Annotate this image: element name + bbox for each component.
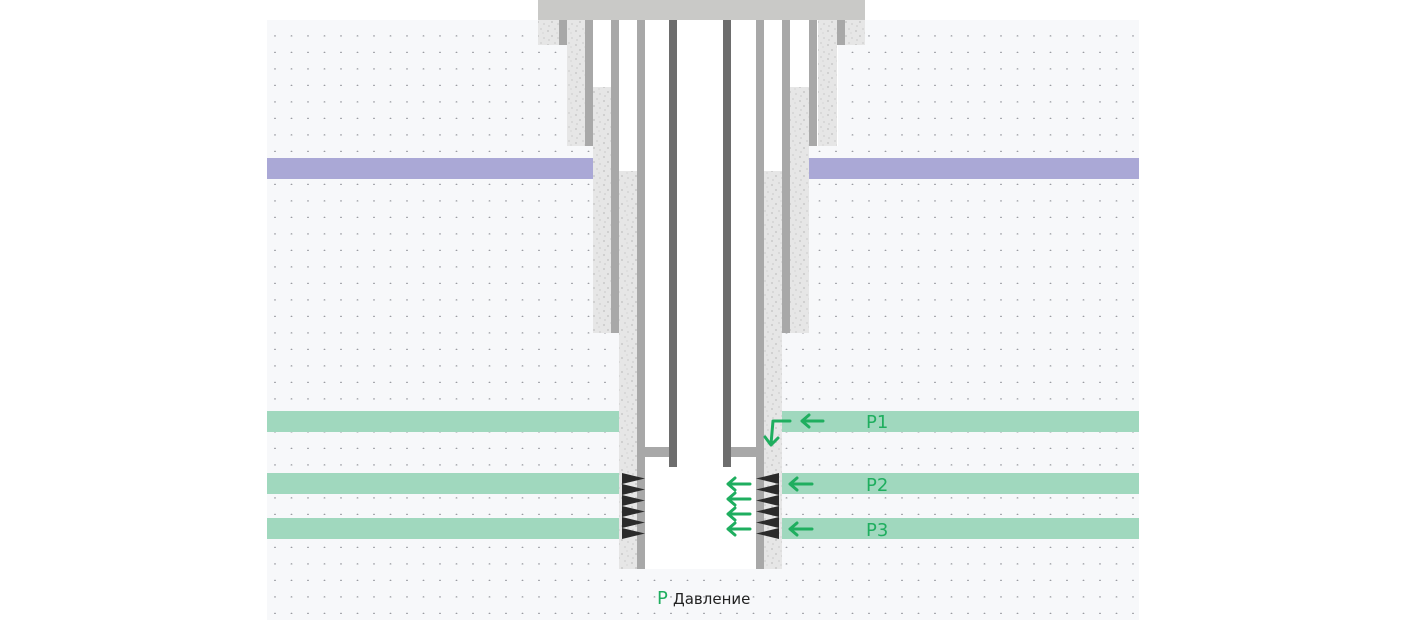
perforation-left-icon — [622, 473, 645, 484]
surface-casing-left — [585, 20, 593, 146]
perforation-right-icon — [756, 484, 779, 495]
pressure-label-p1: P1 — [866, 412, 888, 433]
arrow-bent-down-icon — [763, 419, 792, 447]
cement-production-left — [619, 171, 637, 569]
cement-production-right — [764, 171, 782, 569]
surface-casing-right — [809, 20, 817, 146]
arrow-left-icon — [726, 476, 752, 492]
cement-surface-left — [567, 20, 585, 146]
arrow-left-icon — [800, 413, 825, 429]
production-casing-right — [756, 20, 764, 569]
packer-right — [731, 447, 756, 457]
perforation-left-icon — [622, 517, 645, 528]
conductor-casing-left — [559, 20, 567, 45]
perforation-right-icon — [756, 495, 779, 506]
tubing-right — [723, 20, 731, 467]
reservoir-layer-p2-left — [267, 473, 619, 494]
pressure-label-p2: P2 — [866, 475, 888, 496]
cement-intermediate-left — [593, 87, 611, 333]
reservoir-layer-p3-right — [782, 518, 1139, 539]
reservoir-layer-p1-right — [782, 411, 1139, 432]
perforation-left-icon — [622, 495, 645, 506]
packer-left — [645, 447, 669, 457]
conductor-casing-right — [837, 20, 845, 45]
intermediate-casing-left — [611, 20, 619, 333]
production-casing-left — [637, 20, 645, 569]
arrow-left-icon — [788, 476, 814, 492]
arrow-left-icon — [788, 521, 814, 537]
aquifer-layer-left — [267, 158, 593, 179]
arrow-left-icon — [726, 491, 752, 507]
cement-surface-right — [818, 20, 837, 146]
perforations — [622, 473, 779, 539]
perforation-right-icon — [756, 517, 779, 528]
legend-symbol: P — [657, 588, 668, 609]
perforation-left-icon — [622, 506, 645, 517]
cement-intermediate-right — [790, 87, 809, 333]
arrow-left-icon — [726, 521, 752, 537]
intermediate-casing-right — [782, 20, 790, 333]
reservoir-layer-p1-left — [267, 411, 619, 432]
pressure-label-p3: P3 — [866, 520, 888, 541]
perforation-right-icon — [756, 506, 779, 517]
arrow-left-icon — [726, 506, 752, 522]
perforation-left-icon — [622, 484, 645, 495]
perforation-right-icon — [756, 473, 779, 484]
pressure-arrows — [726, 413, 825, 537]
legend-text: Давление — [673, 590, 750, 608]
reservoir-layer-p2-right — [782, 473, 1139, 494]
reservoir-layer-p3-left — [267, 518, 619, 539]
perforation-left-icon — [622, 528, 645, 539]
tubing-left — [669, 20, 677, 467]
aquifer-layer-right — [809, 158, 1139, 179]
perforation-right-icon — [756, 528, 779, 539]
wellhead-cap — [538, 0, 865, 20]
